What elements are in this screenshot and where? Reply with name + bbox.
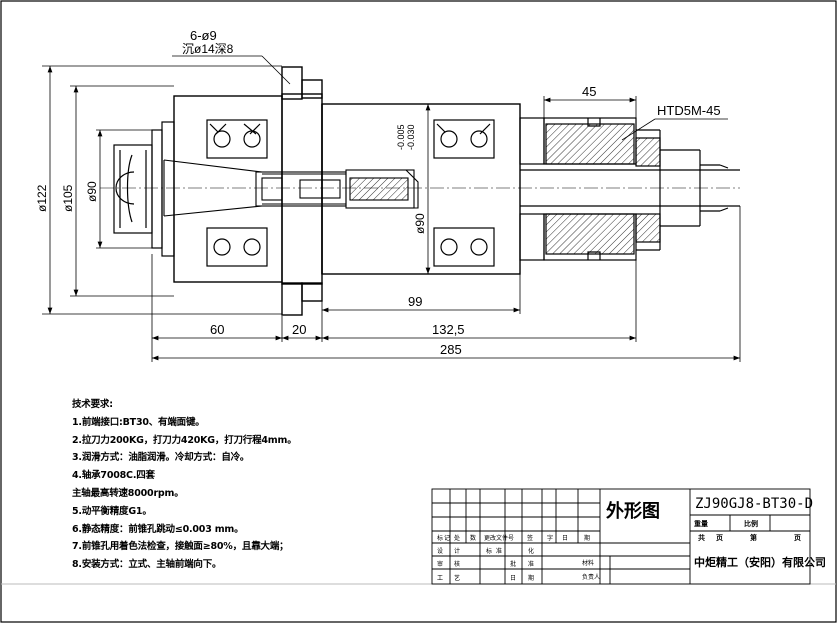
tb-scale: 比例	[744, 519, 758, 528]
check-cell: 审	[437, 560, 443, 568]
tech-item: 3.润滑方式：油脂润滑。冷却方式：自冷。	[72, 452, 250, 464]
d90tol-label: ø90	[413, 213, 427, 234]
d122-label: ø122	[35, 184, 49, 212]
tol-upper: -0.005	[396, 124, 406, 150]
drawing-name: 外形图	[606, 500, 660, 522]
d105-label: ø105	[61, 184, 75, 212]
tech-item: 主轴最高转速8000rpm。	[72, 487, 184, 499]
title-block	[431, 488, 811, 585]
rev-col: 更改文件号	[484, 534, 514, 542]
tol-lower: -0.030	[406, 124, 416, 150]
design-cell: 设	[437, 547, 443, 555]
bolt-heads	[281, 66, 323, 316]
drawbar	[255, 169, 419, 209]
tech-item: 7.前锥孔用着色法检查，接触面≥80%，且靠大端；	[72, 541, 289, 553]
check-cell: 准	[528, 560, 534, 568]
tech-title: 技术要求:	[72, 399, 113, 410]
housing	[173, 93, 521, 285]
tech-item: 5.动平衡精度G1。	[72, 505, 152, 517]
drawing-number: ZJ90GJ8-BT30-D	[695, 496, 813, 512]
rev-col: 记	[444, 535, 450, 542]
tech-item: 4.轴承7008C.四套	[72, 470, 155, 482]
rev-col: 数	[470, 534, 476, 542]
check-cell: 核	[454, 560, 460, 568]
tech-item: 8.安装方式：立式、主轴前端向下。	[72, 559, 222, 571]
process-cell: 日	[510, 575, 516, 582]
w285-label: 285	[440, 342, 462, 357]
tb-page2: 页	[794, 534, 801, 542]
rev-cols: 标 记 处 数 更改文件号 签 字 日 期 设 计 标 准 化 审 核 批 准 …	[437, 534, 590, 582]
rev-col: 处	[454, 534, 460, 542]
tb-weight: 重量	[694, 519, 708, 528]
rear-shaft	[519, 117, 740, 261]
tb-sheet: 第	[750, 533, 757, 542]
tb-page: 页	[716, 534, 723, 542]
rev-col: 日	[562, 535, 568, 542]
company-name: 中炬精工（安阳）有限公司	[694, 555, 826, 569]
tb-owner: 负责人	[582, 573, 600, 581]
w45-label: 45	[582, 84, 596, 99]
tb-total: 共	[698, 533, 705, 542]
w1325-label: 132,5	[432, 322, 465, 337]
design-cell: 计	[454, 547, 460, 555]
technical-requirements: 技术要求: 1.前端接口:BT30、有端面键。 2.拉刀力200KG，打刀力42…	[72, 396, 297, 574]
w60-label: 60	[210, 322, 224, 337]
counterbore-label: 沉ø14深8	[182, 42, 234, 56]
rev-col: 签	[527, 534, 533, 542]
rev-col: 标	[437, 534, 443, 542]
holes-label: 6-ø9	[190, 28, 217, 43]
rev-col: 字	[547, 534, 553, 542]
w99-label: 99	[408, 294, 422, 309]
nose	[113, 121, 175, 257]
check-cell: 批	[510, 560, 516, 568]
process-cell: 艺	[454, 574, 460, 582]
taper-bore	[163, 159, 263, 217]
w20-label: 20	[292, 322, 306, 337]
tb-material: 材料	[582, 559, 594, 567]
bearings	[206, 119, 495, 267]
process-cell: 工	[437, 575, 443, 582]
design-cell: 标	[486, 547, 492, 555]
tech-item: 2.拉刀力200KG，打刀力420KG，打刀行程4mm。	[72, 434, 297, 446]
process-cell: 期	[528, 574, 534, 582]
design-cell: 化	[528, 547, 534, 555]
tech-item: 1.前端接口:BT30、有端面键。	[72, 416, 205, 428]
design-cell: 准	[496, 547, 502, 555]
belt-label: HTD5M-45	[657, 103, 721, 118]
tech-item: 6.静态精度：前锥孔跳动≤0.003 mm。	[72, 523, 244, 535]
rev-col: 期	[584, 534, 590, 542]
d90-label: ø90	[85, 181, 99, 202]
